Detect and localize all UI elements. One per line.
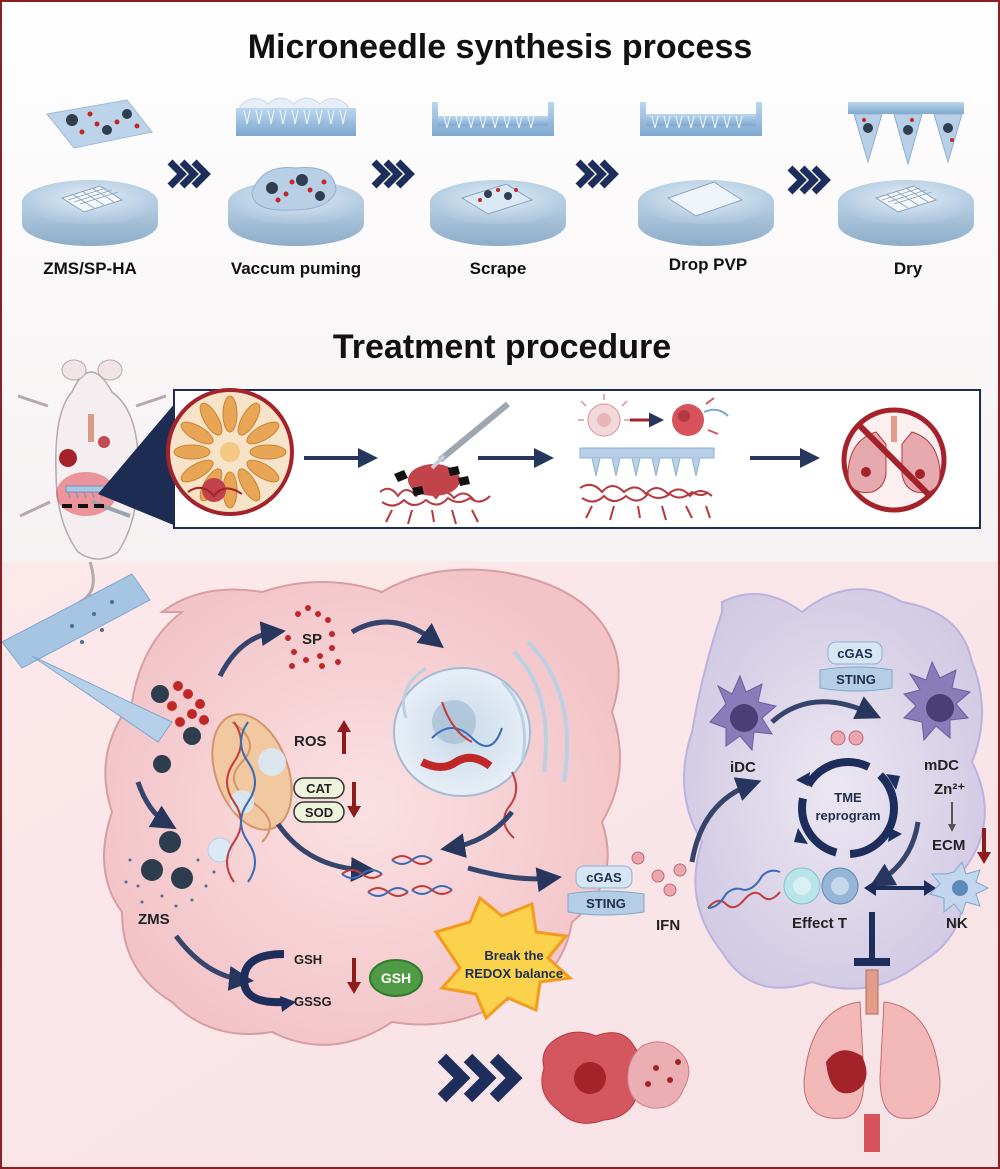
ifn-label: IFN bbox=[656, 917, 680, 934]
mdc-label: mDC bbox=[924, 757, 959, 774]
step-label-3: Scrape bbox=[470, 259, 527, 278]
zoom-wedge bbox=[98, 402, 176, 526]
hydrogel-patch bbox=[46, 99, 153, 149]
arrow-idc-to-mdc bbox=[770, 696, 882, 724]
cytosolic-dna bbox=[341, 855, 453, 897]
dying-tumor-cells bbox=[541, 1031, 690, 1124]
synthesis-step-5: Dry bbox=[838, 102, 974, 278]
idc-cell bbox=[709, 674, 778, 752]
needle-cavities bbox=[243, 109, 347, 125]
effect-t-cells bbox=[783, 867, 859, 905]
arrow-to-zms bbox=[135, 781, 177, 830]
mdc-cell bbox=[903, 660, 972, 742]
chevron-arrow-3 bbox=[575, 159, 619, 189]
sp-label: SP bbox=[302, 631, 322, 648]
released-nanoparticles bbox=[151, 681, 209, 773]
effect-t-label: Effect T bbox=[792, 915, 847, 932]
synthesis-step-3: Scrape bbox=[430, 102, 566, 278]
gsh-bubble-label: GSH bbox=[381, 970, 411, 986]
tme-reprogram-cycle: TME reprogram bbox=[794, 758, 902, 858]
tme-particles bbox=[830, 730, 864, 746]
step-label-1: ZMS/SP-HA bbox=[43, 259, 137, 278]
arrow-zms-to-gsh bbox=[174, 934, 254, 991]
zn-label: Zn²⁺ bbox=[934, 781, 965, 798]
extracellular-dna bbox=[707, 869, 781, 909]
tme-label-line1: TME bbox=[834, 790, 862, 805]
ros-label: ROS bbox=[294, 733, 327, 750]
gsh-bubble: GSH bbox=[369, 959, 423, 997]
ecm-down-arrowhead bbox=[977, 852, 991, 864]
treatment-title: Treatment procedure bbox=[333, 328, 671, 366]
step-label-2: Vaccum puming bbox=[231, 259, 361, 278]
chevron-arrow-1 bbox=[167, 159, 211, 189]
arrow-mito-to-dna bbox=[275, 822, 376, 882]
lungs-with-tumor bbox=[803, 969, 941, 1152]
redox-burst: Break the REDOX balance bbox=[433, 895, 574, 1021]
nk-cell bbox=[929, 860, 990, 916]
base-disc bbox=[638, 180, 774, 246]
chevron-arrow-4 bbox=[787, 165, 831, 195]
nk-label: NK bbox=[946, 915, 968, 932]
tumor-surgery-site bbox=[379, 401, 510, 525]
microneedle-tip bbox=[2, 573, 173, 743]
sp-cluster bbox=[285, 605, 341, 669]
arrow-dna-to-cgas bbox=[467, 865, 562, 893]
chevron-arrow-2 bbox=[371, 159, 415, 189]
synthesis-step-2: Vaccum puming bbox=[228, 97, 364, 278]
gsh-label: GSH bbox=[294, 952, 322, 967]
mold-top bbox=[640, 102, 762, 136]
base-disc bbox=[22, 180, 158, 246]
zms-particles bbox=[124, 831, 216, 908]
cgas-sting-tumor: cGAS STING bbox=[567, 851, 645, 916]
base-disc bbox=[838, 180, 974, 246]
mouse-illustration bbox=[17, 359, 167, 604]
cat-label: CAT bbox=[306, 781, 332, 796]
mitochondria bbox=[207, 713, 293, 883]
tme-label-line2: reprogram bbox=[815, 808, 880, 823]
death-chevrons bbox=[437, 1053, 523, 1103]
base-disc bbox=[430, 180, 566, 246]
burst-text-line1: Break the bbox=[484, 948, 543, 963]
arrow-nucleus-to-dna bbox=[440, 810, 514, 859]
zms-label: ZMS bbox=[138, 911, 170, 928]
ecm-label: ECM bbox=[932, 837, 965, 854]
sting-label-tumor: STING bbox=[586, 896, 626, 911]
arrow-mdc-to-t bbox=[869, 821, 921, 888]
step-label-5: Dry bbox=[894, 259, 923, 278]
tumor-magnified-circle bbox=[166, 388, 294, 516]
ifn-particles bbox=[651, 863, 687, 897]
cat-sod-down-arrowhead bbox=[347, 806, 361, 818]
cgas-label-tumor: cGAS bbox=[586, 870, 622, 885]
cat-pill: CAT bbox=[293, 777, 345, 799]
no-tumor-lung-icon bbox=[841, 407, 947, 513]
microneedle-on-tissue bbox=[578, 394, 729, 521]
idc-label: iDC bbox=[730, 759, 756, 776]
microneedle-array bbox=[848, 102, 964, 166]
mold-top bbox=[236, 97, 356, 136]
burst-text-line2: REDOX balance bbox=[465, 966, 563, 981]
sod-label: SOD bbox=[305, 805, 333, 820]
cgas-label-immune: cGAS bbox=[837, 646, 873, 661]
sod-pill: SOD bbox=[293, 801, 345, 823]
synthesis-title: Microneedle synthesis process bbox=[248, 28, 753, 66]
zn-to-ecm-arrowhead bbox=[948, 824, 956, 832]
base-disc bbox=[228, 166, 364, 246]
synthesis-step-4: Drop PVP bbox=[638, 102, 774, 274]
arrow-sp-to-nucleus bbox=[350, 619, 444, 649]
ros-up-arrowhead bbox=[337, 720, 351, 732]
mold-top bbox=[432, 102, 554, 136]
gssg-label: GSSG bbox=[294, 994, 332, 1009]
step-label-4: Drop PVP bbox=[669, 255, 747, 274]
nucleus bbox=[393, 640, 570, 839]
cgas-sting-immune: cGAS STING bbox=[819, 641, 893, 692]
synthesis-step-1: ZMS/SP-HA bbox=[22, 99, 158, 278]
sting-label-immune: STING bbox=[836, 672, 876, 687]
arrow-to-sp bbox=[217, 621, 286, 678]
gsh-cycle: GSH GSSG bbox=[239, 950, 361, 1012]
arrow-ifn-to-idc bbox=[689, 777, 762, 863]
